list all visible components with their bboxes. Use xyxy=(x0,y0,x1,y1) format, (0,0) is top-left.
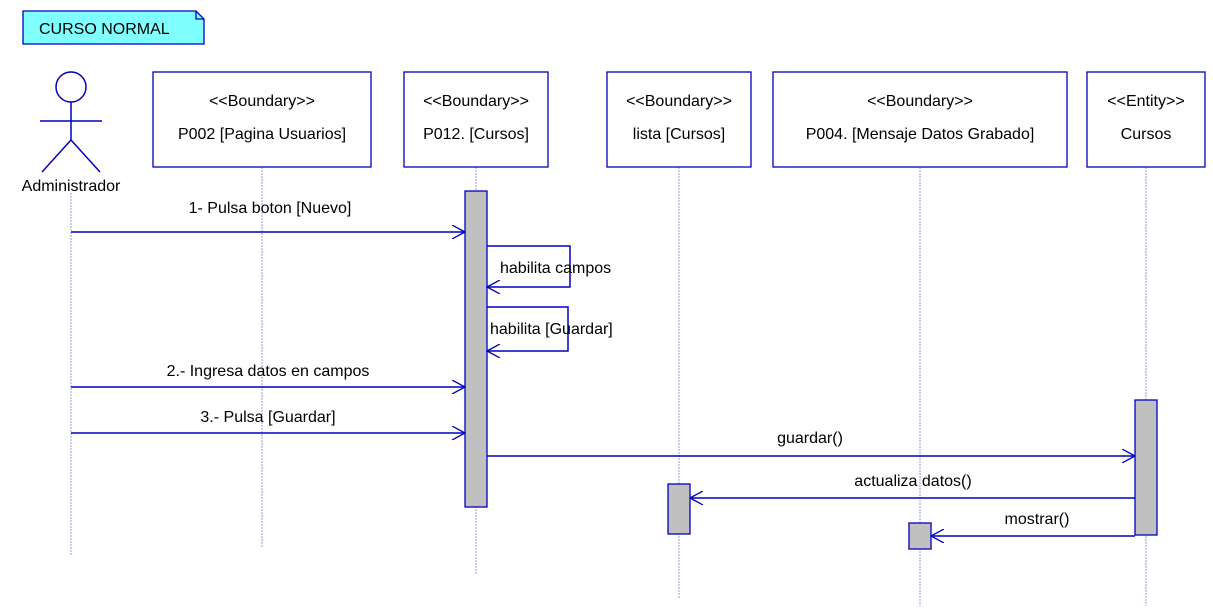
actor-name: Administrador xyxy=(22,178,121,195)
message-label-1: 1- Pulsa boton [Nuevo] xyxy=(189,200,352,217)
scenario-note: CURSO NORMAL xyxy=(22,10,205,45)
lifeline-name: P004. [Mensaje Datos Grabado] xyxy=(806,126,1035,143)
lifeline-stereotype: <<Boundary>> xyxy=(626,93,732,110)
activation-p004 xyxy=(908,522,932,550)
lifeline-head-p012[interactable]: <<Boundary>> P012. [Cursos] xyxy=(403,71,549,168)
lifeline-name: P002 [Pagina Usuarios] xyxy=(178,126,346,143)
lifeline-head-lista[interactable]: <<Boundary>> lista [Cursos] xyxy=(606,71,752,168)
activation-cursos xyxy=(1134,399,1158,536)
actor-administrador[interactable]: Administrador xyxy=(22,71,121,195)
activation-p012 xyxy=(464,190,488,508)
lifeline-head-cursos[interactable]: <<Entity>> Cursos xyxy=(1086,71,1206,168)
message-arrow-self-2[interactable] xyxy=(487,306,569,351)
lifeline-stereotype: <<Boundary>> xyxy=(867,93,973,110)
activations xyxy=(464,190,1158,550)
message-label-3: 3.- Pulsa [Guardar] xyxy=(200,409,335,426)
lifeline-stereotype: <<Entity>> xyxy=(1107,93,1184,110)
lifeline-stereotype: <<Boundary>> xyxy=(423,93,529,110)
message-arrow-self-1[interactable] xyxy=(487,245,571,287)
message-label-actualiza: actualiza datos() xyxy=(854,473,971,490)
scenario-note-label: CURSO NORMAL xyxy=(39,21,170,38)
lifeline-head-p004[interactable]: <<Boundary>> P004. [Mensaje Datos Grabad… xyxy=(772,71,1068,168)
activation-lista xyxy=(667,483,691,535)
message-label-self-1: habilita campos xyxy=(500,260,611,277)
lifeline-head-p002[interactable]: <<Boundary>> P002 [Pagina Usuarios] xyxy=(152,71,372,168)
message-label-2: 2.- Ingresa datos en campos xyxy=(167,363,370,380)
message-label-mostrar: mostrar() xyxy=(1005,511,1070,528)
message-label-self-2: habilita [Guardar] xyxy=(490,321,613,338)
message-label-guardar: guardar() xyxy=(777,430,843,447)
lifeline-stereotype: <<Boundary>> xyxy=(209,93,315,110)
lifeline-name: Cursos xyxy=(1121,126,1172,143)
lifeline-name: lista [Cursos] xyxy=(633,126,725,143)
lifeline-name: P012. [Cursos] xyxy=(423,126,529,143)
actor-stick-figure-icon xyxy=(40,71,102,173)
